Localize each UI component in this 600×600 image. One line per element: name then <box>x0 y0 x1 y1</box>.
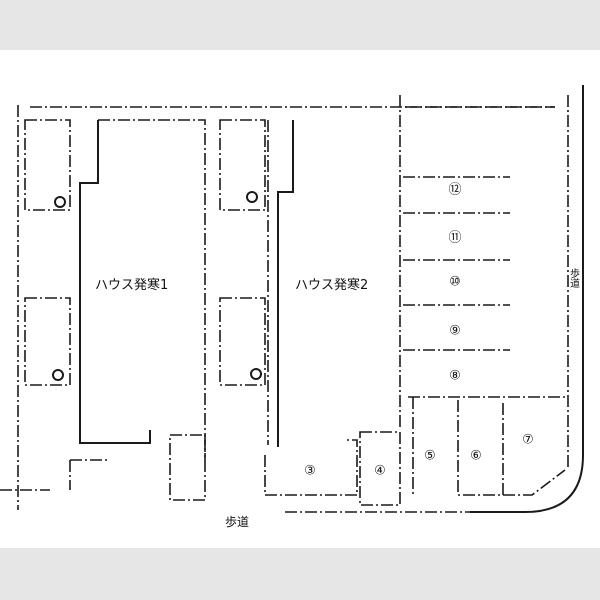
marker <box>54 196 66 208</box>
markers <box>52 191 262 381</box>
marker <box>52 369 64 381</box>
outlines <box>0 85 584 513</box>
marker <box>246 191 258 203</box>
bottom-band <box>0 548 600 600</box>
parking-space-11: ⑪ <box>448 231 461 246</box>
building-label-1: ハウス発寒1 <box>95 277 168 293</box>
parking-space-10: ⑩ <box>449 275 461 290</box>
parking-space-9: ⑨ <box>449 324 461 339</box>
parking-space-7: ⑦ <box>522 433 534 448</box>
parking-space-4: ④ <box>374 464 386 479</box>
parking-space-5: ⑤ <box>424 449 436 464</box>
building-label-2: ハウス発寒2 <box>295 277 368 293</box>
parking-space-3: ③ <box>304 464 316 479</box>
marker <box>250 368 262 380</box>
sidewalk-label-bottom: 歩道 <box>225 514 249 529</box>
parking-space-12: ⑫ <box>448 183 461 198</box>
top-band <box>0 0 600 50</box>
sidewalk-label-right: 歩道 <box>568 267 580 288</box>
parking-space-8: ⑧ <box>449 369 461 384</box>
parking-space-6: ⑥ <box>470 449 482 464</box>
